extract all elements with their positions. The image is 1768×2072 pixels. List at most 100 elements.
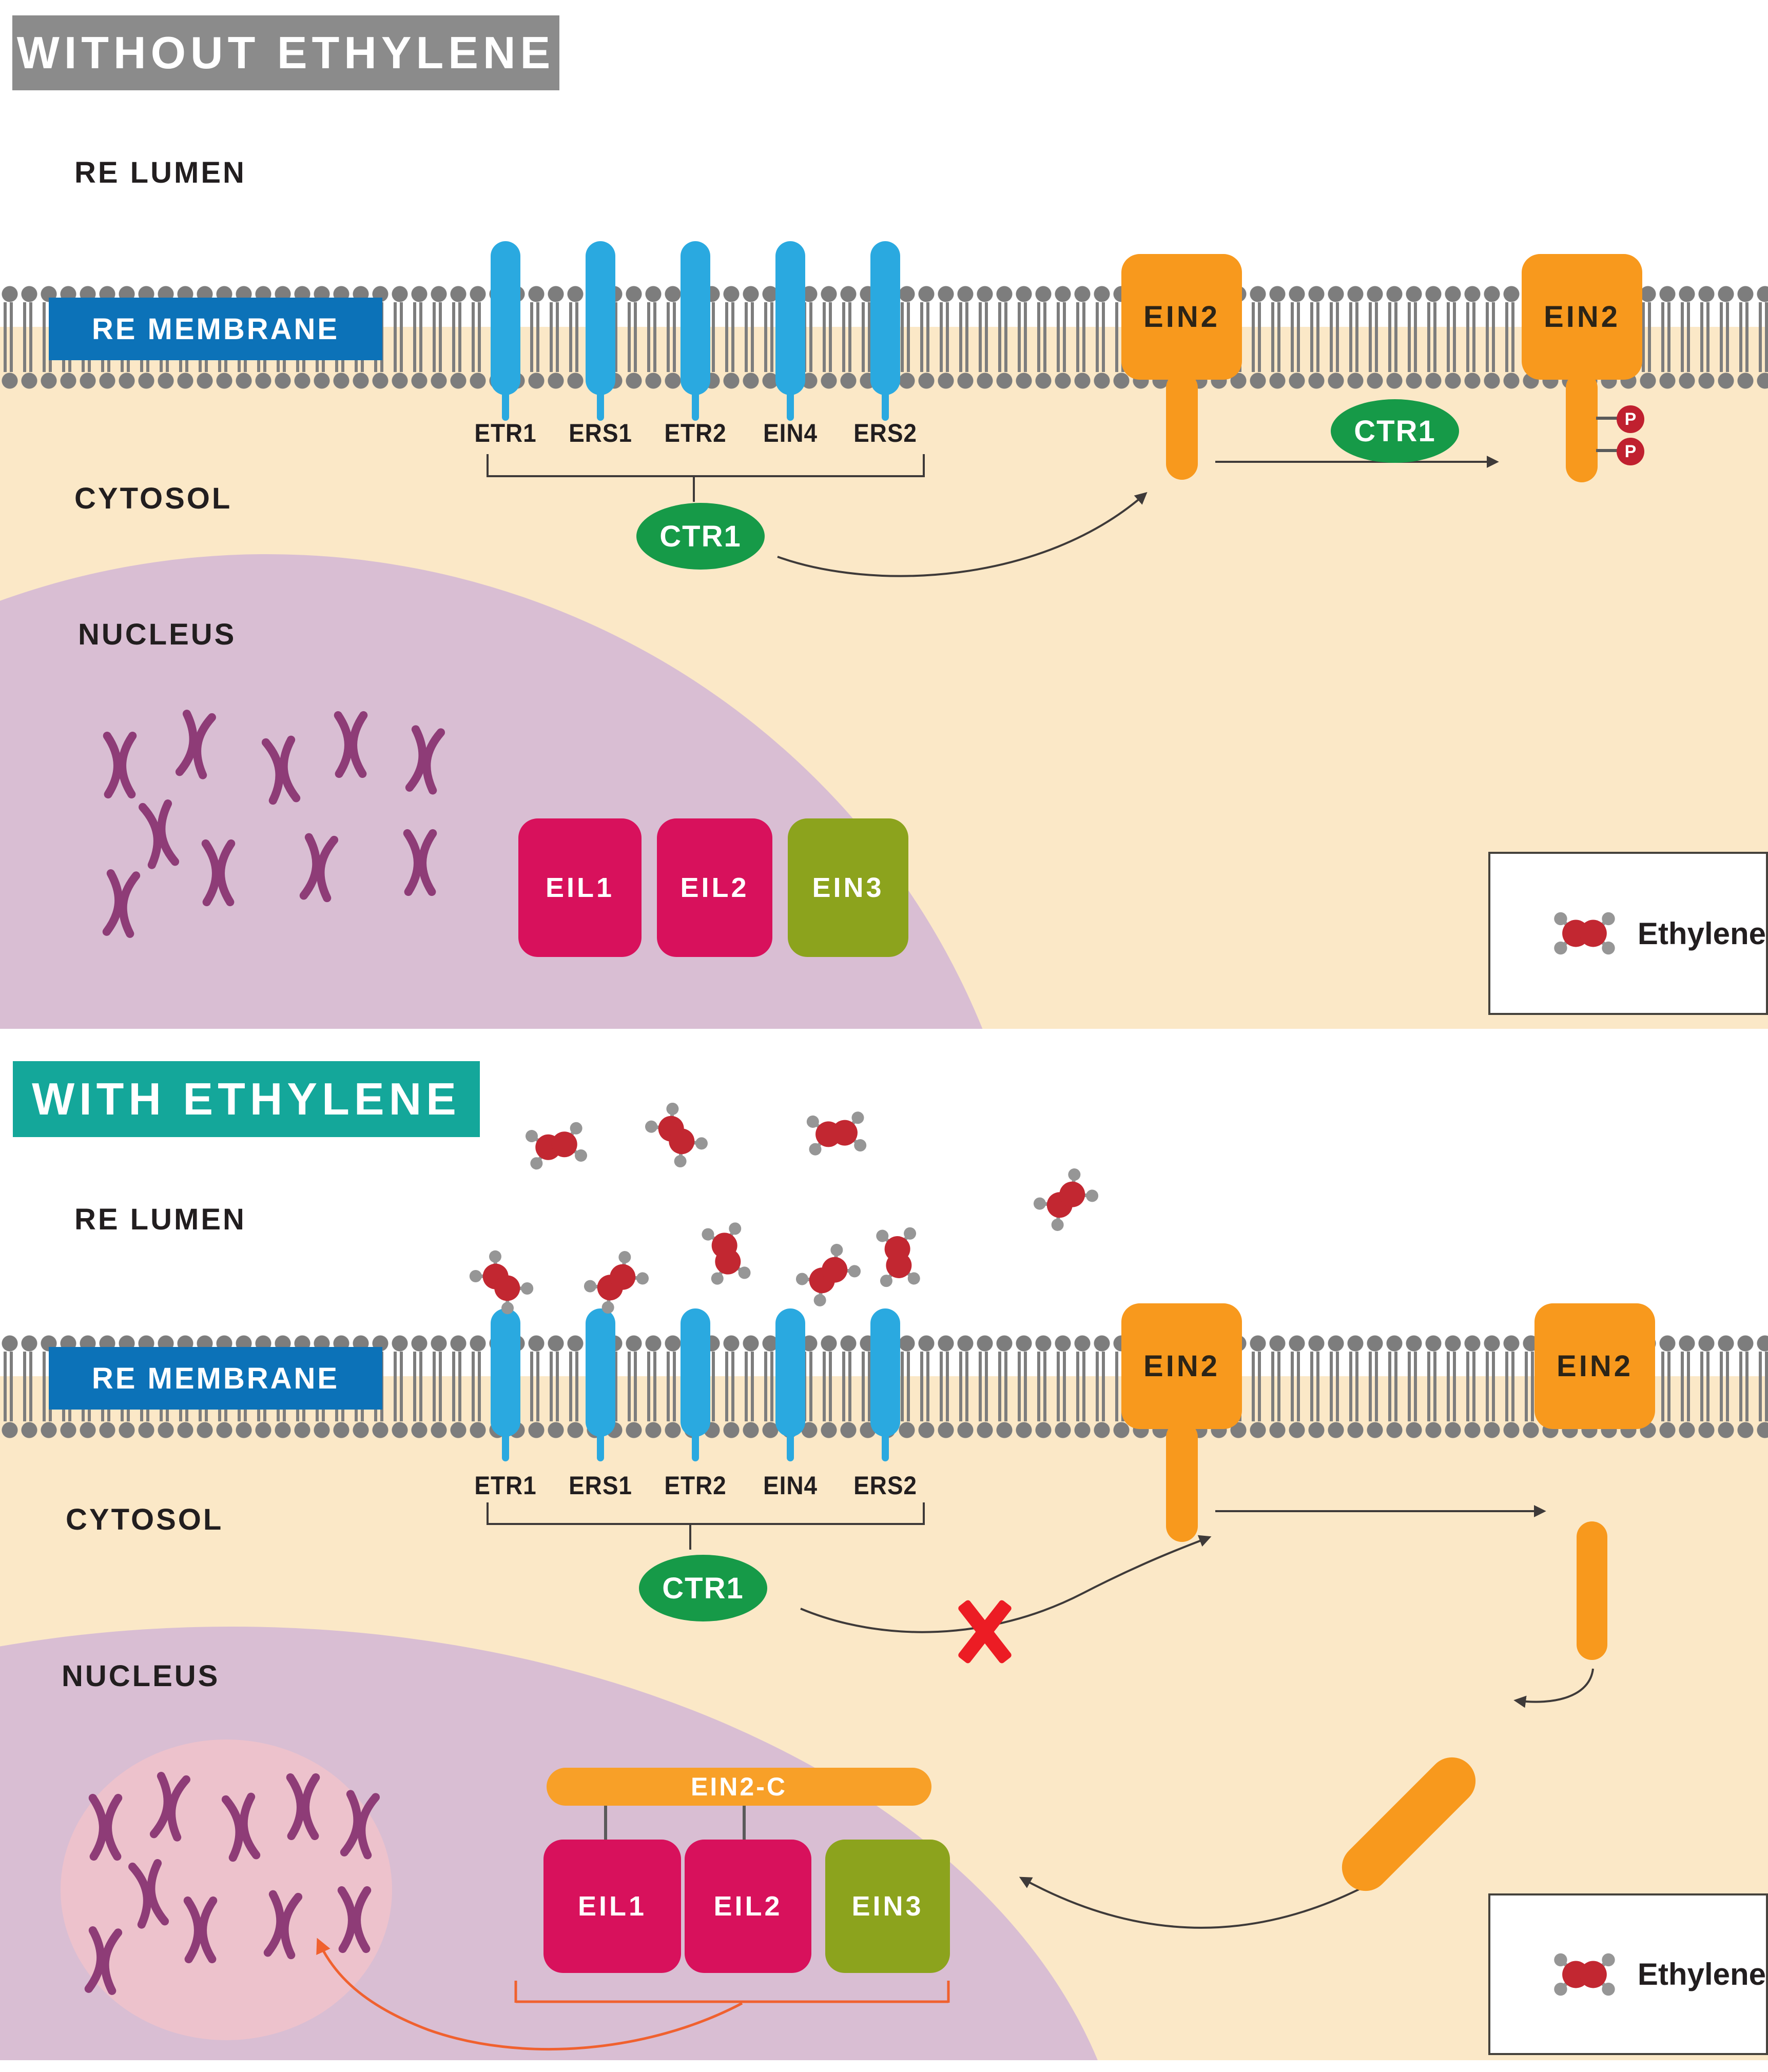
chromosome bbox=[75, 1923, 130, 1999]
ein2-stem bbox=[1166, 372, 1198, 480]
receptor-ers1-tail bbox=[597, 389, 604, 421]
cytosol-label: CYTOSOL bbox=[66, 1503, 224, 1536]
chromosome bbox=[396, 721, 453, 799]
ethylene-molecule bbox=[522, 1118, 591, 1174]
ethylene-molecule-icon bbox=[1552, 905, 1617, 962]
receptor-etr2-tail bbox=[692, 1431, 699, 1461]
chromosome bbox=[93, 866, 148, 942]
panel-header-with: WITH ETHYLENE bbox=[13, 1061, 480, 1137]
nucleus-label: NUCLEUS bbox=[78, 618, 237, 651]
receptor-etr2 bbox=[681, 1308, 710, 1437]
ein2-label: EIN2 bbox=[1557, 1350, 1633, 1383]
cytosol-label: CYTOSOL bbox=[74, 482, 232, 515]
tf-box-ein3: EIN3 bbox=[825, 1840, 950, 1973]
ein2-receptor: EIN2 bbox=[1121, 254, 1242, 380]
receptor-label-ers1: ERS1 bbox=[569, 419, 632, 447]
ctr1-oval-kinase: CTR1 bbox=[1331, 399, 1459, 463]
receptor-ers1-tail bbox=[597, 1431, 604, 1461]
ein2-stem-phosphorylated bbox=[1566, 372, 1598, 482]
chromosome bbox=[213, 1789, 269, 1865]
ein2-label: EIN2 bbox=[1544, 300, 1620, 334]
ein2c-connector bbox=[604, 1805, 607, 1841]
receptor-ein4 bbox=[775, 1308, 805, 1437]
chromosome bbox=[166, 706, 225, 784]
ein3-label: EIN3 bbox=[851, 1891, 924, 1922]
ein2-c-detached-stem bbox=[1577, 1521, 1607, 1660]
phosphate-badge: P bbox=[1617, 438, 1644, 465]
receptor-ers1 bbox=[586, 241, 615, 395]
receptor-etr1-tail bbox=[502, 1431, 509, 1461]
phospho-connector bbox=[1596, 449, 1621, 452]
receptor-ein4-tail bbox=[787, 1431, 794, 1461]
chromosome bbox=[130, 795, 189, 873]
blocked-x-icon bbox=[952, 1596, 1019, 1668]
re-lumen-label: RE LUMEN bbox=[74, 156, 246, 189]
legend-box: Ethylene bbox=[1488, 1893, 1768, 2055]
receptor-etr1-tail bbox=[502, 389, 509, 421]
receptor-ers2-tail bbox=[882, 1431, 889, 1461]
receptor-etr1 bbox=[491, 1308, 520, 1437]
eil1-label: EIL1 bbox=[545, 872, 615, 903]
receptor-label-ein4: EIN4 bbox=[763, 419, 818, 447]
ethylene-molecule-bound bbox=[872, 1224, 924, 1289]
ctr1-label: CTR1 bbox=[1354, 414, 1436, 448]
receptor-label-ers1: ERS1 bbox=[569, 1471, 632, 1500]
tf-box-eil2: EIL2 bbox=[685, 1840, 811, 1973]
ctr1-oval-receptor-bound: CTR1 bbox=[636, 503, 765, 570]
tf-box-eil1: EIL1 bbox=[518, 818, 642, 957]
ctr1-oval-inactive: CTR1 bbox=[639, 1555, 767, 1621]
chromosome bbox=[396, 827, 444, 898]
panel-header-without: WITHOUT ETHYLENE bbox=[12, 15, 559, 90]
ctr1-label: CTR1 bbox=[659, 519, 742, 553]
ethylene-molecule-bound bbox=[578, 1245, 655, 1320]
receptor-ers2 bbox=[870, 241, 900, 395]
chromosome bbox=[330, 1884, 379, 1956]
chromosome bbox=[290, 829, 346, 906]
chromosome bbox=[279, 1771, 327, 1843]
receptor-ers2-tail bbox=[882, 389, 889, 421]
panel-header-text: WITHOUT ETHYLENE bbox=[16, 27, 555, 78]
re-lumen-label: RE LUMEN bbox=[74, 1203, 246, 1236]
receptor-label-etr1: ETR1 bbox=[474, 1471, 537, 1500]
receptor-ein4 bbox=[775, 241, 805, 395]
ein2-receptor-phosphorylated: EIN2 bbox=[1522, 254, 1642, 380]
ein2c-label: EIN2-C bbox=[691, 1772, 787, 1801]
re-membrane-label: RE MEMBRANE bbox=[91, 312, 340, 346]
eil1-label: EIL1 bbox=[577, 1891, 647, 1922]
legend-box: Ethylene bbox=[1488, 852, 1768, 1015]
chromosome bbox=[120, 1855, 179, 1933]
ein2c-connector bbox=[743, 1805, 746, 1841]
chromosome bbox=[255, 1886, 310, 1963]
ein2-stem bbox=[1166, 1421, 1198, 1542]
tf-box-eil2: EIL2 bbox=[657, 818, 772, 957]
re-membrane-label-box: RE MEMBRANE bbox=[49, 298, 382, 360]
receptor-label-etr1: ETR1 bbox=[474, 419, 537, 447]
ctr1-label: CTR1 bbox=[662, 1571, 744, 1605]
phosphate-label: P bbox=[1624, 441, 1637, 461]
phosphate-label: P bbox=[1624, 409, 1637, 429]
eil2-label: EIL2 bbox=[680, 872, 749, 903]
nucleus-label: NUCLEUS bbox=[62, 1659, 220, 1693]
ein2-label: EIN2 bbox=[1143, 300, 1220, 334]
ethylene-molecule bbox=[639, 1097, 714, 1174]
re-membrane-label-box: RE MEMBRANE bbox=[49, 1347, 382, 1410]
legend-label: Ethylene bbox=[1637, 1957, 1766, 1991]
chromosome bbox=[254, 732, 309, 808]
phospho-connector bbox=[1596, 417, 1621, 420]
phosphate-badge: P bbox=[1617, 405, 1644, 433]
ein2c-bar: EIN2-C bbox=[547, 1768, 931, 1806]
receptor-ers1 bbox=[586, 1308, 615, 1437]
tf-box-ein3: EIN3 bbox=[788, 818, 908, 957]
ethylene-molecule-bound bbox=[463, 1244, 539, 1320]
receptor-ers2 bbox=[870, 1308, 900, 1437]
ethylene-molecule bbox=[804, 1108, 869, 1159]
chromosome bbox=[331, 1786, 388, 1864]
ethylene-molecule-bound bbox=[790, 1238, 867, 1313]
ein2-receptor: EIN2 bbox=[1121, 1303, 1242, 1429]
chromosome bbox=[194, 837, 243, 909]
panel-header-text: WITH ETHYLENE bbox=[32, 1073, 461, 1124]
receptor-etr2-tail bbox=[692, 389, 699, 421]
chromosome bbox=[176, 1894, 225, 1966]
receptor-label-etr2: ETR2 bbox=[664, 419, 727, 447]
